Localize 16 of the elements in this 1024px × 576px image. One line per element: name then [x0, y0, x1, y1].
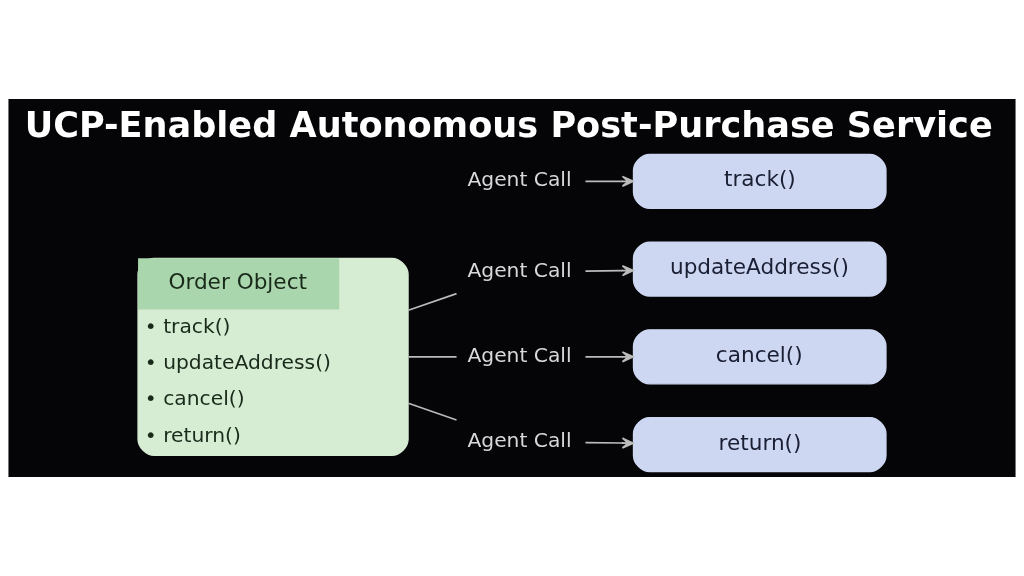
connector [407, 402, 458, 421]
arrow [584, 351, 635, 363]
arrow [584, 175, 635, 187]
node-text: Agent Call [467, 167, 572, 192]
arrow [584, 265, 635, 277]
node-box: cancel() [632, 329, 887, 385]
connector [407, 356, 458, 358]
arrow [584, 437, 635, 449]
connector [407, 292, 458, 312]
node-text: Agent Call [467, 427, 572, 452]
node-box: track() [632, 153, 887, 210]
node-text: Agent Call [467, 342, 572, 367]
node-box: return() [632, 416, 887, 473]
node-text: Agent Call [467, 257, 572, 282]
diagram-title: UCP-Enabled Autonomous Post-Purchase Service [24, 103, 993, 145]
node-box: updateAddress() [632, 241, 887, 297]
